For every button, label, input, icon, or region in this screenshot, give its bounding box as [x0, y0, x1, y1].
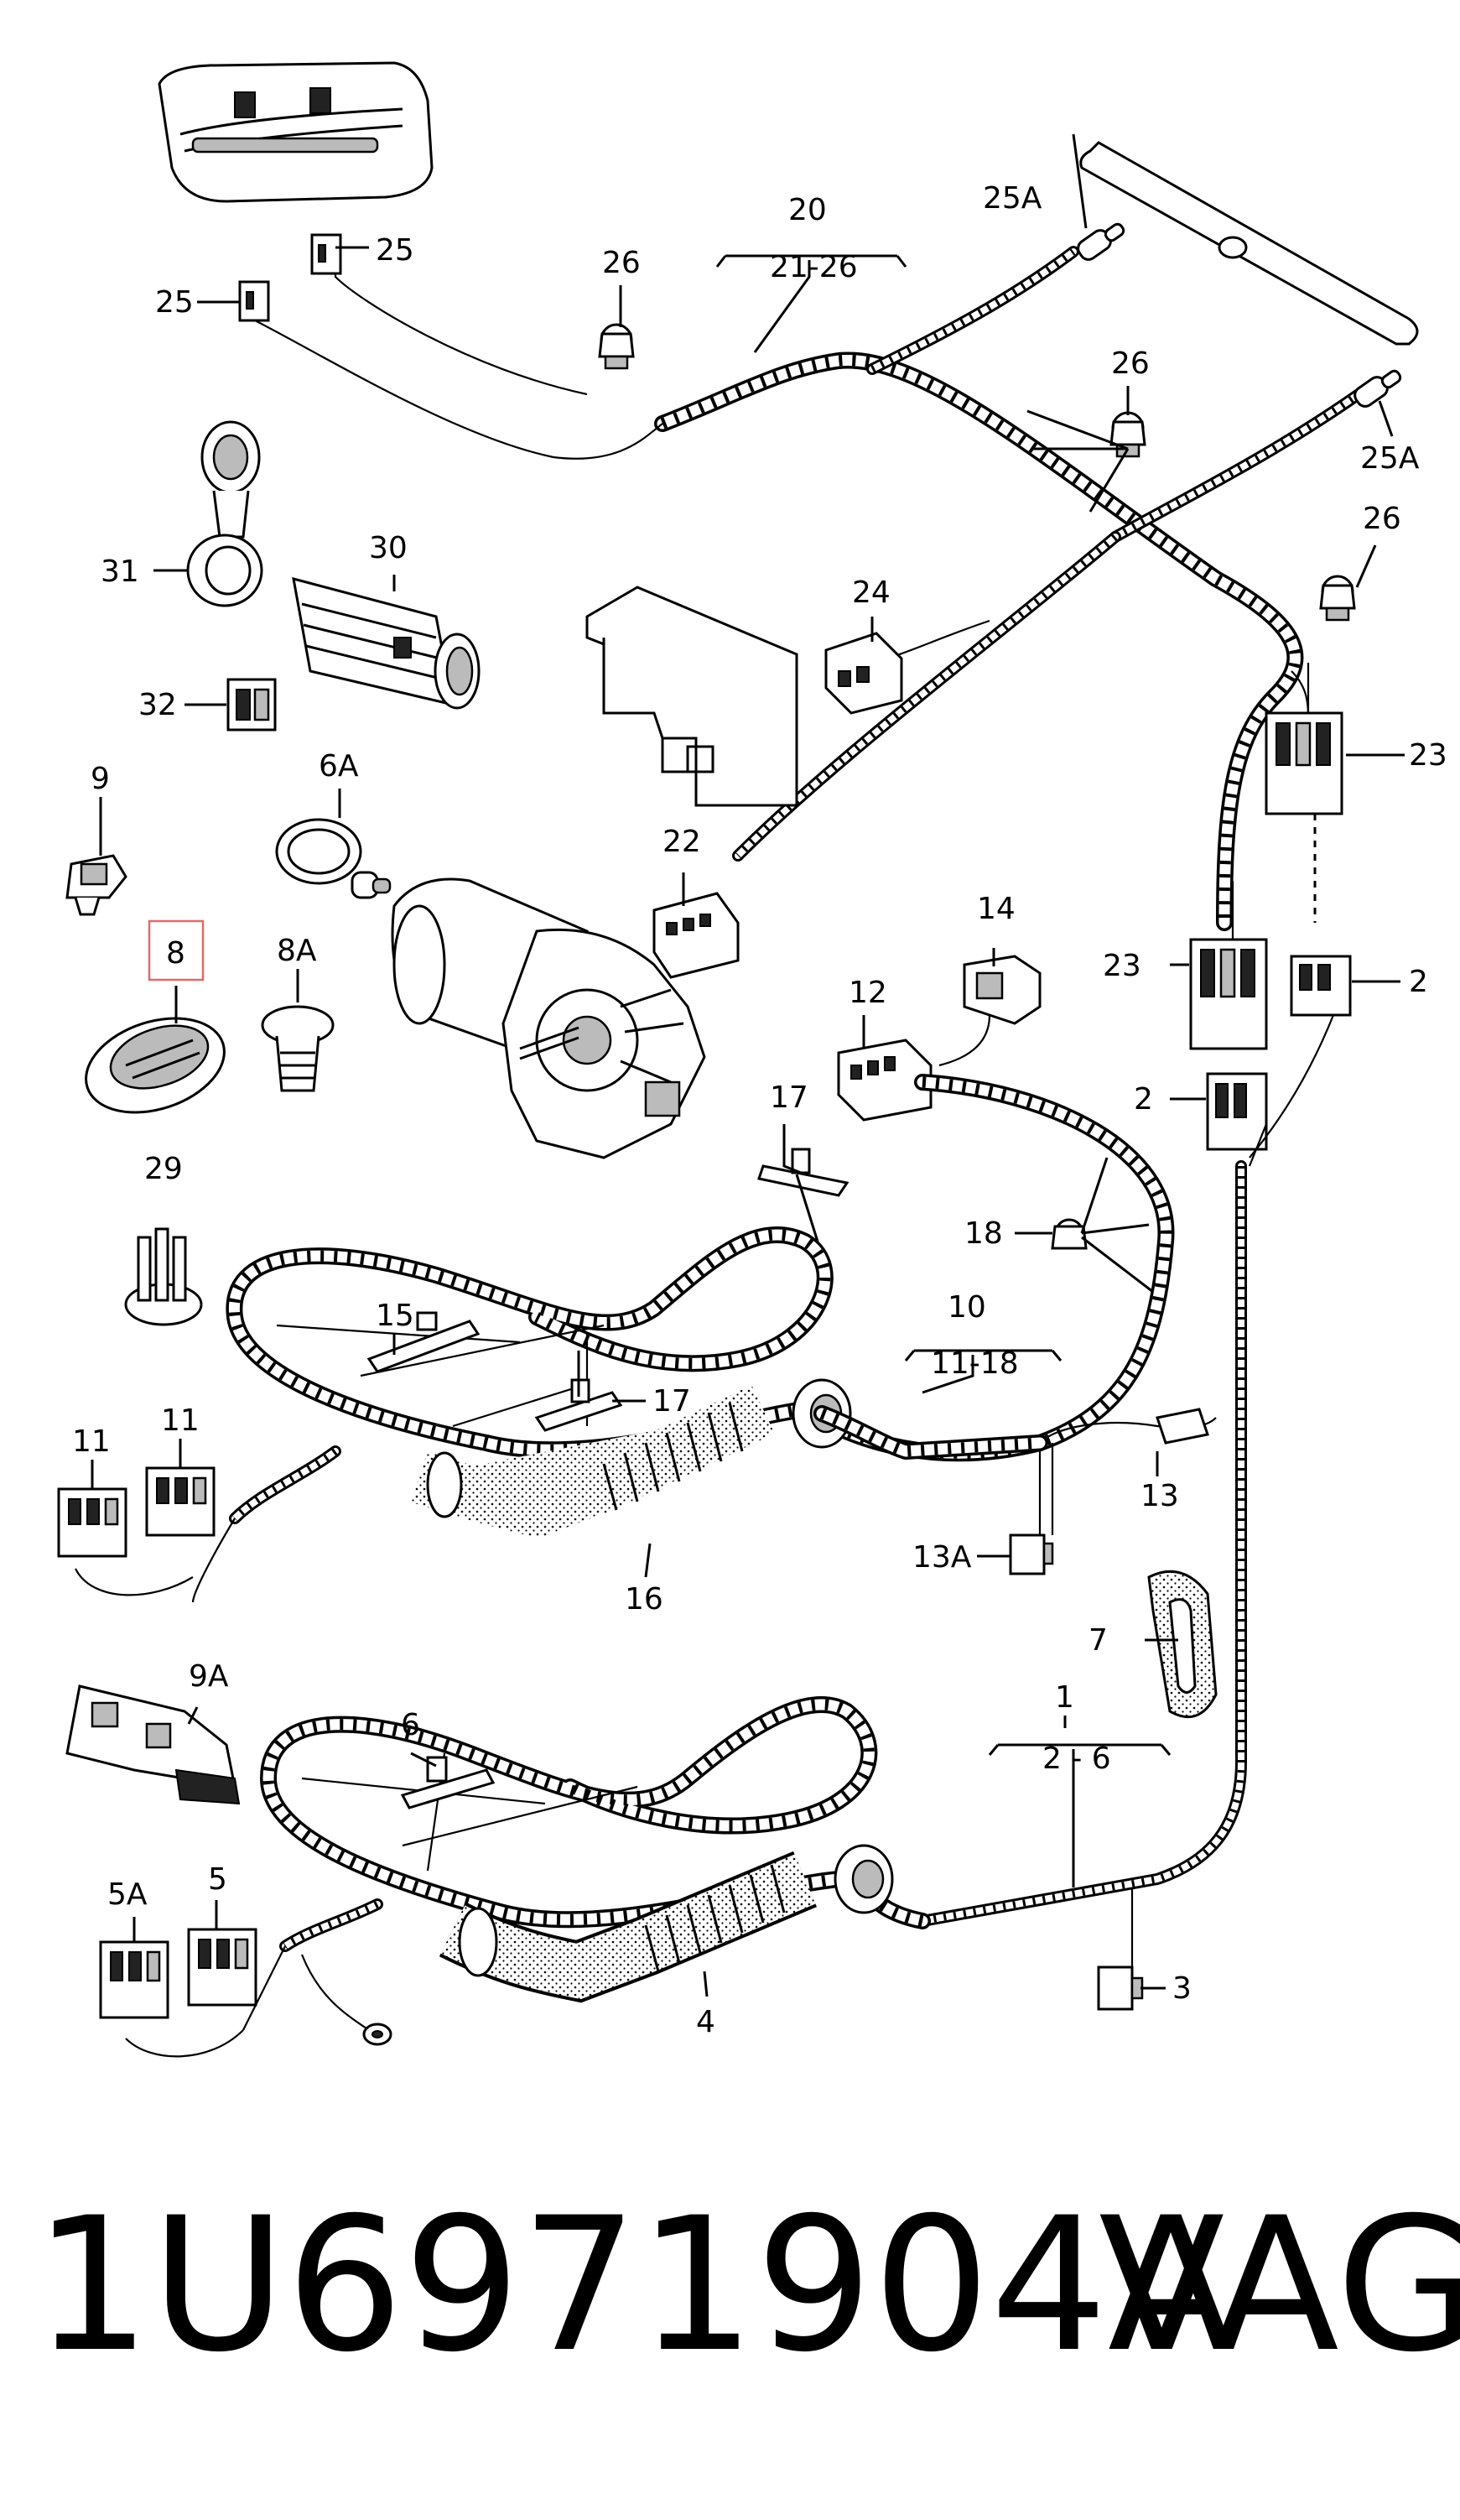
- harness-1: [125, 1695, 1134, 2058]
- label-2-left: 2: [1134, 1082, 1153, 1117]
- label-18: 18: [964, 1216, 1003, 1251]
- label-7: 7: [1089, 1623, 1108, 1658]
- footer: 1U6971904A VAG: [34, 2178, 1460, 2392]
- label-30: 30: [369, 531, 408, 565]
- interior-light-housing: [158, 61, 434, 203]
- connector-2-left: [1206, 1072, 1268, 1151]
- label-15: 15: [376, 1299, 414, 1333]
- connector-13: [1156, 1408, 1209, 1445]
- grip-cover-8: [85, 1017, 226, 1114]
- label-29: 29: [144, 1152, 183, 1186]
- label-26-a: 26: [602, 246, 641, 280]
- connector-22: [652, 892, 740, 979]
- label-4: 4: [696, 2005, 715, 2039]
- connector-13A: [1009, 1533, 1054, 1575]
- clip-17-lower: [534, 1378, 623, 1432]
- connector-23-upper: [1265, 711, 1343, 815]
- label-32: 32: [138, 688, 177, 722]
- label-6A: 6A: [319, 749, 359, 784]
- plug-8A: [261, 1005, 335, 1092]
- label-16: 16: [625, 1582, 663, 1617]
- label-25A-lower: 25A: [1360, 441, 1420, 476]
- grommet-7: [1147, 1570, 1218, 1719]
- corrugated-tube-4: [439, 1844, 894, 2003]
- label-3: 3: [1172, 1971, 1192, 2006]
- part-number: 1U6971904A: [34, 2178, 1234, 2392]
- connector-11-right: [145, 1466, 216, 1537]
- connector-25-top: [310, 233, 342, 275]
- label-6: 6: [401, 1708, 420, 1742]
- label-8: 8: [166, 936, 185, 971]
- connector-12: [837, 1039, 933, 1122]
- highlight-box-8: [148, 919, 205, 981]
- part-labels: 20 21-26 25A 26 26 25A 26 25 25 31 30 24…: [72, 181, 1447, 2039]
- leader-lines: [91, 133, 1405, 1997]
- connector-32: [226, 678, 277, 732]
- label-11-left: 11: [72, 1424, 111, 1459]
- label-13: 13: [1140, 1479, 1179, 1513]
- connector-3: [1097, 1965, 1144, 2011]
- label-17-upper: 17: [770, 1080, 808, 1115]
- clip-17-upper: [757, 1148, 850, 1197]
- label-1: 1: [1055, 1680, 1074, 1715]
- connector-14: [963, 955, 1042, 1025]
- label-11-18: 11-18: [931, 1346, 1019, 1381]
- label-25-left: 25: [155, 285, 194, 320]
- label-25-top: 25: [376, 233, 414, 268]
- label-24: 24: [852, 575, 891, 610]
- connector-24: [824, 632, 903, 715]
- motor-assembly: [391, 877, 706, 1159]
- label-13A: 13A: [912, 1540, 972, 1575]
- label-10: 10: [948, 1290, 986, 1325]
- label-26-b: 26: [1111, 346, 1150, 381]
- switch-module-bracket: [585, 586, 798, 807]
- label-2-6: 2 - 6: [1042, 1742, 1111, 1776]
- label-2-right: 2: [1409, 965, 1428, 999]
- connector-25-left: [238, 280, 270, 322]
- socket-cap-31: [186, 420, 263, 607]
- main-harness-top: [251, 243, 1364, 956]
- right-vertical-harness: [917, 1014, 1335, 1927]
- connector-5: [187, 1928, 257, 2007]
- clamp-6A: [275, 818, 392, 899]
- clip-9: [65, 854, 127, 916]
- trim-bar: [1079, 141, 1419, 346]
- label-17-lower: 17: [652, 1384, 691, 1419]
- lighter-socket-30: [292, 576, 481, 710]
- wire-connector-25A-upper: [1077, 222, 1125, 261]
- label-11-right: 11: [161, 1403, 200, 1438]
- label-23-upper: 23: [1409, 738, 1447, 773]
- label-5: 5: [208, 1862, 227, 1897]
- label-26-c: 26: [1363, 502, 1401, 536]
- label-22: 22: [662, 825, 701, 859]
- label-25A-upper: 25A: [983, 181, 1042, 216]
- connector-23-lower: [1189, 938, 1268, 1050]
- connector-5A: [99, 1940, 169, 2019]
- clip-18: [1051, 1218, 1088, 1250]
- label-9: 9: [91, 762, 110, 796]
- clip-15: [366, 1311, 481, 1373]
- label-9A: 9A: [189, 1659, 229, 1694]
- clip-26-a: [598, 323, 635, 370]
- clip-26-c: [1319, 575, 1356, 622]
- clip-26-b: [1109, 411, 1146, 458]
- wire-connector-25A-lower: [1353, 369, 1402, 408]
- label-14: 14: [977, 892, 1016, 926]
- ground-eyelet: [362, 2023, 392, 2046]
- connector-2-right: [1290, 955, 1352, 1017]
- brand-name: VAG: [1099, 2178, 1460, 2392]
- label-20: 20: [788, 193, 827, 227]
- corrugated-tube-16: [410, 1378, 1048, 1539]
- label-5A: 5A: [107, 1877, 148, 1912]
- label-8A: 8A: [277, 934, 317, 968]
- plug-29: [124, 1227, 203, 1326]
- label-31: 31: [101, 555, 139, 589]
- connector-11-left: [57, 1487, 127, 1558]
- label-12: 12: [849, 976, 887, 1010]
- label-23-lower: 23: [1103, 949, 1141, 983]
- label-21-26: 21-26: [770, 250, 858, 284]
- bracket-9A: [65, 1684, 241, 1805]
